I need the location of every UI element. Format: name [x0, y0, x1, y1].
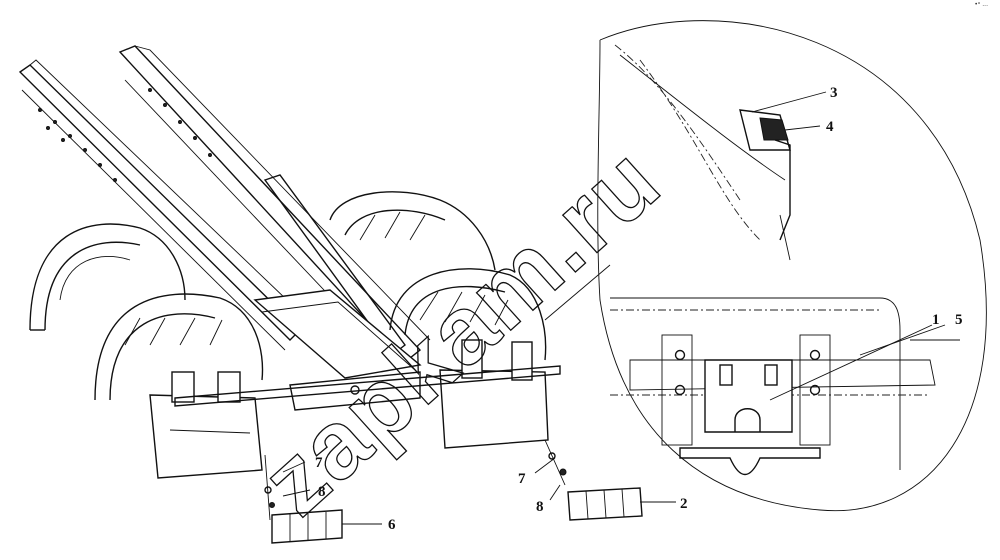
- transverse-bar: [174, 365, 561, 407]
- callout-5: 5: [955, 312, 963, 328]
- callout-1: 1: [932, 312, 940, 328]
- reflector-hanger-right: [544, 439, 567, 486]
- corner-mark: •ᵒ ...: [974, 1, 988, 8]
- callout-8b: 8: [536, 499, 544, 515]
- callout-7a: 7: [315, 455, 323, 471]
- mudguard-front-left: [94, 293, 264, 479]
- callout-8a: 8: [318, 484, 326, 500]
- mudguard-rear-left-outer: [29, 223, 186, 331]
- leader-lines: [282, 91, 946, 525]
- callout-6: 6: [388, 517, 396, 533]
- reflector-hanger-left: [264, 454, 275, 521]
- callout-7b: 7: [518, 471, 526, 487]
- reflector-part-2: [567, 487, 643, 521]
- callout-4: 4: [826, 119, 834, 135]
- detail-view: [597, 20, 987, 512]
- chassis-frame: [18, 45, 431, 411]
- rail-rivets-right: [148, 88, 212, 157]
- reflector-part-6: [271, 509, 343, 544]
- callout-3: 3: [830, 85, 838, 101]
- callout-2: 2: [680, 496, 688, 512]
- mudguard-front-right: [389, 268, 549, 449]
- rail-rivets-left: [38, 108, 117, 182]
- mudguard-rear-right-outer: [329, 191, 496, 271]
